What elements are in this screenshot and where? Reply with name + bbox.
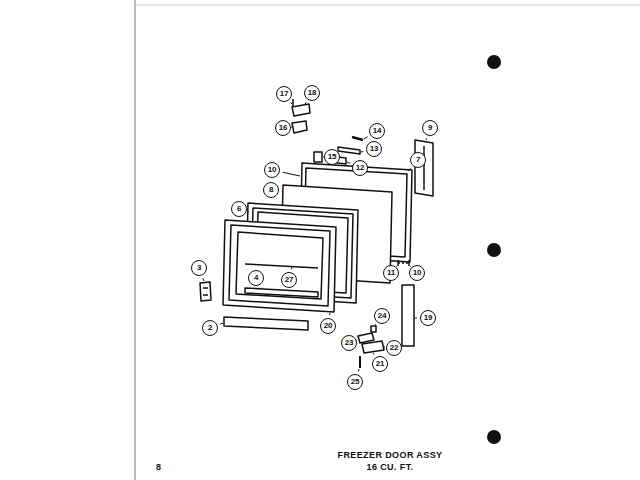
screw <box>359 356 361 368</box>
hinge-plate <box>362 341 384 353</box>
bracket-slot <box>203 287 208 289</box>
callout-number: 10 <box>264 162 280 178</box>
leader-line <box>375 324 377 326</box>
leader-line <box>347 162 350 163</box>
callout-number: 10 <box>409 265 425 281</box>
callout-number: 2 <box>202 320 218 336</box>
punch-hole <box>487 430 501 444</box>
callout-number: 22 <box>386 340 402 356</box>
callout-number: 9 <box>422 120 438 136</box>
callout-number: 7 <box>410 152 426 168</box>
leader-line <box>283 172 300 176</box>
hinge-pin <box>314 152 322 162</box>
bracket <box>200 282 211 301</box>
page-edge <box>135 5 640 6</box>
diagram-title: FREEZER DOOR ASSY 16 CU. FT. <box>336 449 444 473</box>
leader-line <box>415 318 417 319</box>
leader-line <box>261 288 263 289</box>
shelf-bar <box>245 288 318 297</box>
callout-number: 6 <box>231 201 247 217</box>
callout-number: 21 <box>372 356 388 372</box>
callout-number: 13 <box>366 141 382 157</box>
leader-line <box>305 102 306 104</box>
side-trim <box>402 285 414 346</box>
handle-line <box>423 146 425 190</box>
callout-number: 4 <box>248 270 264 286</box>
hinge-bracket <box>358 333 374 343</box>
hinge-bracket <box>292 121 307 133</box>
leader-line <box>364 137 368 139</box>
callout-number: 23 <box>341 335 357 351</box>
door-liner <box>223 220 336 312</box>
screw <box>292 99 294 107</box>
leader-line <box>220 323 223 324</box>
callout-number: 16 <box>275 120 291 136</box>
leader-line <box>373 353 374 355</box>
punch-hole <box>487 55 501 69</box>
hinge-pin <box>371 326 376 332</box>
leader-line <box>384 347 385 348</box>
leader-line <box>248 211 249 212</box>
callout-number: 14 <box>369 123 385 139</box>
callout-number: 11 <box>383 265 399 281</box>
leader-line <box>358 369 360 371</box>
page-edge <box>134 0 136 480</box>
dash-line <box>398 262 409 264</box>
callout-number: 27 <box>281 272 297 288</box>
callout-number: 17 <box>276 86 292 102</box>
door-liner-recess <box>236 232 323 299</box>
leader-line <box>361 151 363 153</box>
callout-number: 19 <box>420 310 436 326</box>
callout-number: 12 <box>352 160 368 176</box>
leader-line <box>291 103 292 104</box>
leader-line <box>203 278 204 281</box>
rod <box>352 137 363 140</box>
leader-line <box>329 313 330 315</box>
hinge-plate <box>292 104 310 116</box>
bar <box>338 147 360 154</box>
leader-line <box>408 168 411 171</box>
trim-strip <box>224 317 308 330</box>
door-liner-rim <box>229 225 330 306</box>
leader-line <box>291 267 293 269</box>
page-number: 8 <box>156 462 161 472</box>
shelf-line <box>245 264 318 268</box>
callout-number: 25 <box>347 374 363 390</box>
bracket-slot <box>203 294 208 296</box>
callout-number: 3 <box>191 260 207 276</box>
handle <box>415 140 433 196</box>
punch-hole <box>487 243 501 257</box>
callout-number: 24 <box>374 308 390 324</box>
callout-number: 18 <box>304 85 320 101</box>
leader-line <box>426 138 428 140</box>
callout-number: 8 <box>263 182 279 198</box>
callout-number: 20 <box>320 318 336 334</box>
callout-number: 15 <box>324 149 340 165</box>
leader-line <box>282 191 283 192</box>
